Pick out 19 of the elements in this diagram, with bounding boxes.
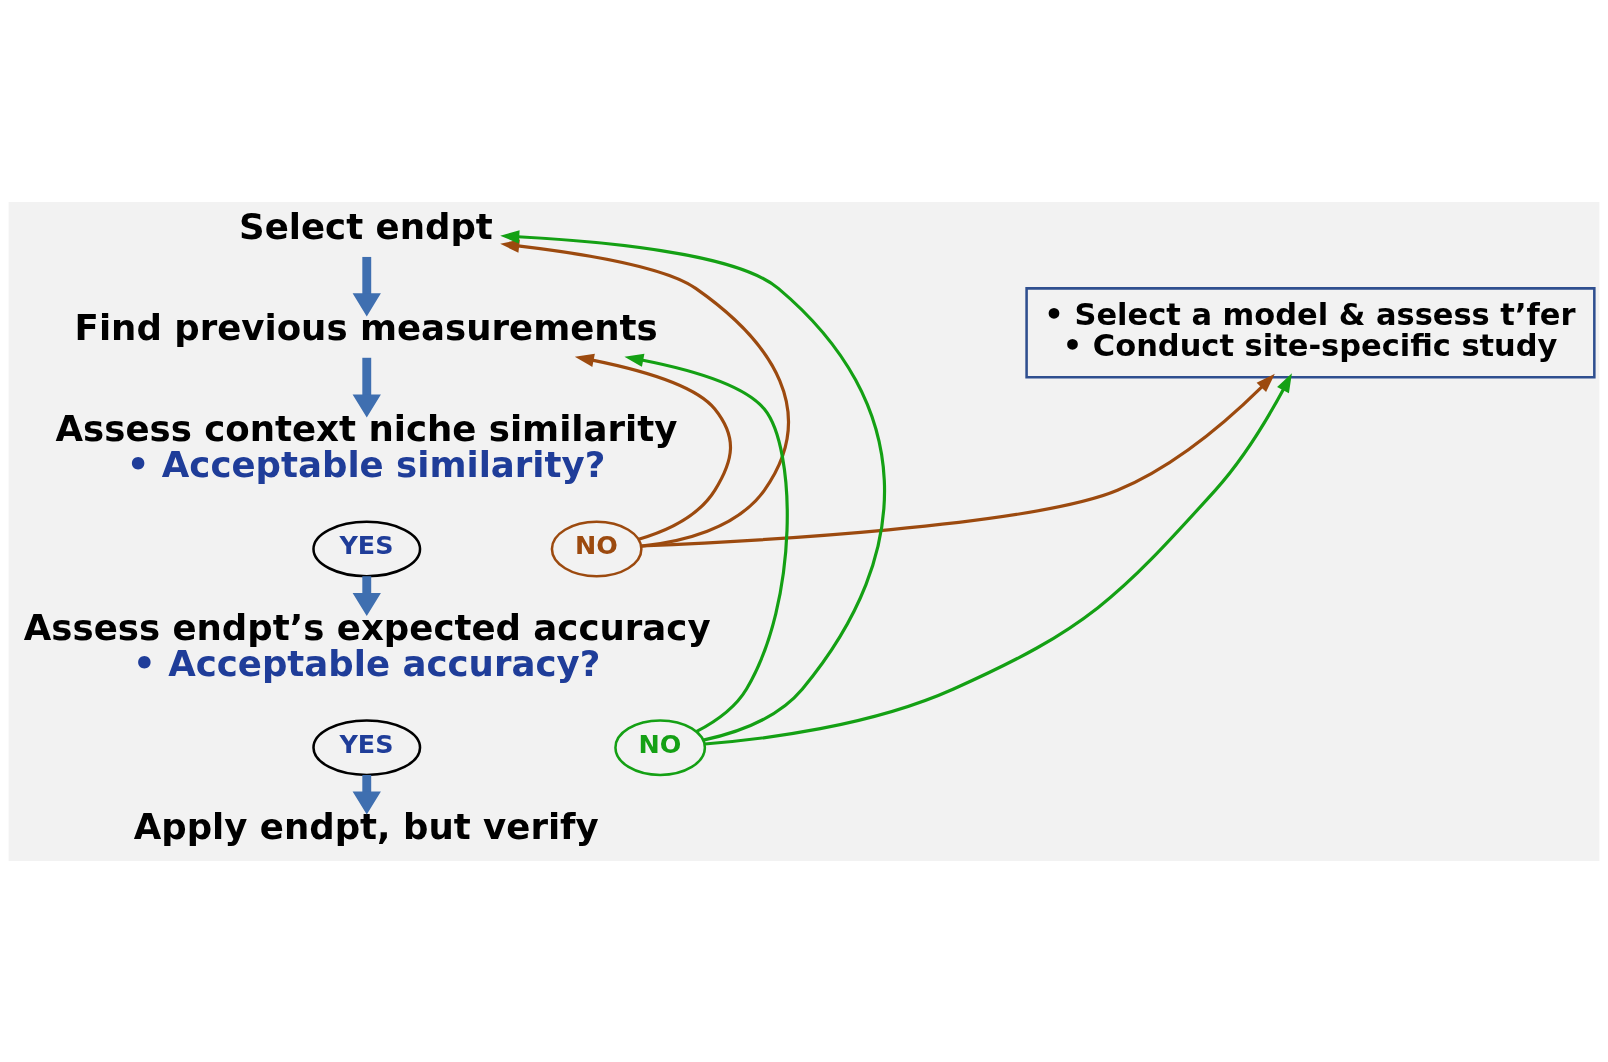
node-ellipse: YES [312,718,422,776]
arrow [352,575,381,616]
node-box: • Select a model & assess t’fer • Conduct site-specific study [1025,286,1596,379]
arrow [624,353,789,733]
node-ellipse: NO [614,718,707,776]
arrow [352,256,381,316]
node-text: Select endpt [239,205,493,247]
node-text: Assess endpt’s expected accuracy • Acceptable accuracy? [23,606,711,684]
node-ellipse: YES [312,520,422,577]
node-text: Find previous measurements [74,306,658,348]
arrow [574,353,732,541]
arrow [352,357,381,417]
arrow [704,372,1292,746]
node-text: Apply endpt, but verify [133,805,599,847]
arrow [500,229,886,742]
arrow [641,373,1275,548]
node-ellipse: NO [550,520,643,577]
node-text: Assess context niche similarity • Acceptable similarity? [55,407,678,485]
arrow [352,774,381,815]
